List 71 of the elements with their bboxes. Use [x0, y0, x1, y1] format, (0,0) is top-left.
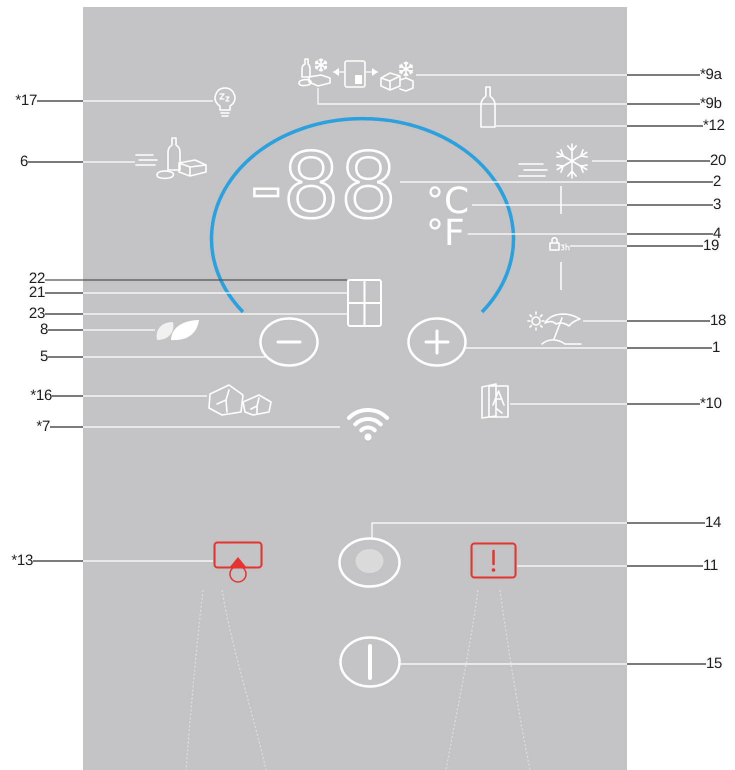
temperature-display: -88: [247, 148, 400, 226]
triangle-alert-icon: [213, 541, 263, 583]
temperature-unit: °C: [423, 187, 472, 218]
leader-line: [33, 560, 213, 562]
callout-number: 20: [710, 154, 726, 168]
callout-number: *12: [703, 119, 725, 133]
arrow: [366, 68, 378, 76]
callout-number: *10: [700, 397, 722, 411]
leader-line: [570, 245, 703, 247]
lightbulb-icon: [213, 86, 237, 118]
callout-number: 1: [712, 341, 720, 355]
leader-line: [45, 292, 347, 294]
leader-line: [48, 329, 155, 331]
leader-line: [583, 320, 710, 322]
callout-number: *9a: [700, 68, 722, 82]
compartment-icon: [344, 60, 366, 88]
book-icon: [480, 383, 510, 419]
beach-umbrella-icon: [527, 309, 583, 346]
callout-number: 22: [28, 272, 45, 286]
leader-line: [52, 395, 207, 397]
leader-line: [400, 181, 713, 183]
bottle-icon: [480, 86, 496, 128]
callout-number: 5: [40, 350, 48, 364]
leader-line: [317, 88, 700, 105]
callout-number: *7: [36, 420, 50, 434]
leader-line: [592, 160, 710, 162]
callout-number: 19: [703, 239, 720, 253]
callout-number: 21: [28, 286, 45, 300]
leader-line: [45, 279, 347, 281]
callout-number: 23: [28, 307, 45, 321]
leader-line: [371, 522, 705, 538]
leader-line: [510, 403, 700, 405]
leaf-icon: [155, 318, 200, 342]
leader-line: [50, 426, 340, 428]
leader-line: [45, 313, 347, 315]
grid-icon: [347, 279, 382, 327]
leader-line: [48, 356, 266, 358]
bottle-food-icon: [297, 57, 333, 88]
leader-line: [466, 347, 712, 349]
leader-line: [468, 233, 713, 235]
callout-number: *13: [11, 554, 33, 568]
leader-line: [472, 204, 713, 206]
ice-snowflake-icon: [378, 60, 416, 92]
callout-number: 14: [705, 516, 722, 530]
callout-number: *16: [30, 389, 52, 403]
ice-cubes-icon: [207, 382, 273, 416]
leader-line: [517, 565, 703, 567]
temperature-unit: °F: [423, 219, 468, 250]
leader-line: [37, 100, 213, 102]
leader-line: [400, 663, 706, 665]
bottle-food-speed-icon: [135, 137, 207, 180]
callout-number: 11: [703, 559, 718, 573]
leader-line: [496, 125, 703, 127]
callout-number: *9b: [700, 97, 722, 111]
callout-number: 6: [20, 155, 28, 169]
arrow: [333, 68, 344, 76]
circle-button-icon: [338, 537, 401, 588]
leader-line: [416, 74, 700, 76]
callout-number: 8: [40, 323, 48, 337]
callout-number: 2: [713, 175, 722, 189]
power-icon: [339, 636, 401, 688]
callout-number: 4: [713, 227, 722, 241]
plus-icon: [407, 317, 467, 367]
exclamation-icon: [470, 542, 517, 579]
callout-number: *17: [15, 94, 37, 108]
callout-number: 15: [706, 657, 722, 671]
callout-number: 18: [710, 314, 726, 328]
minus-icon: [259, 317, 319, 367]
lock-icon: [548, 236, 570, 251]
leader-line: [28, 161, 135, 163]
callout-number: 3: [713, 198, 722, 212]
